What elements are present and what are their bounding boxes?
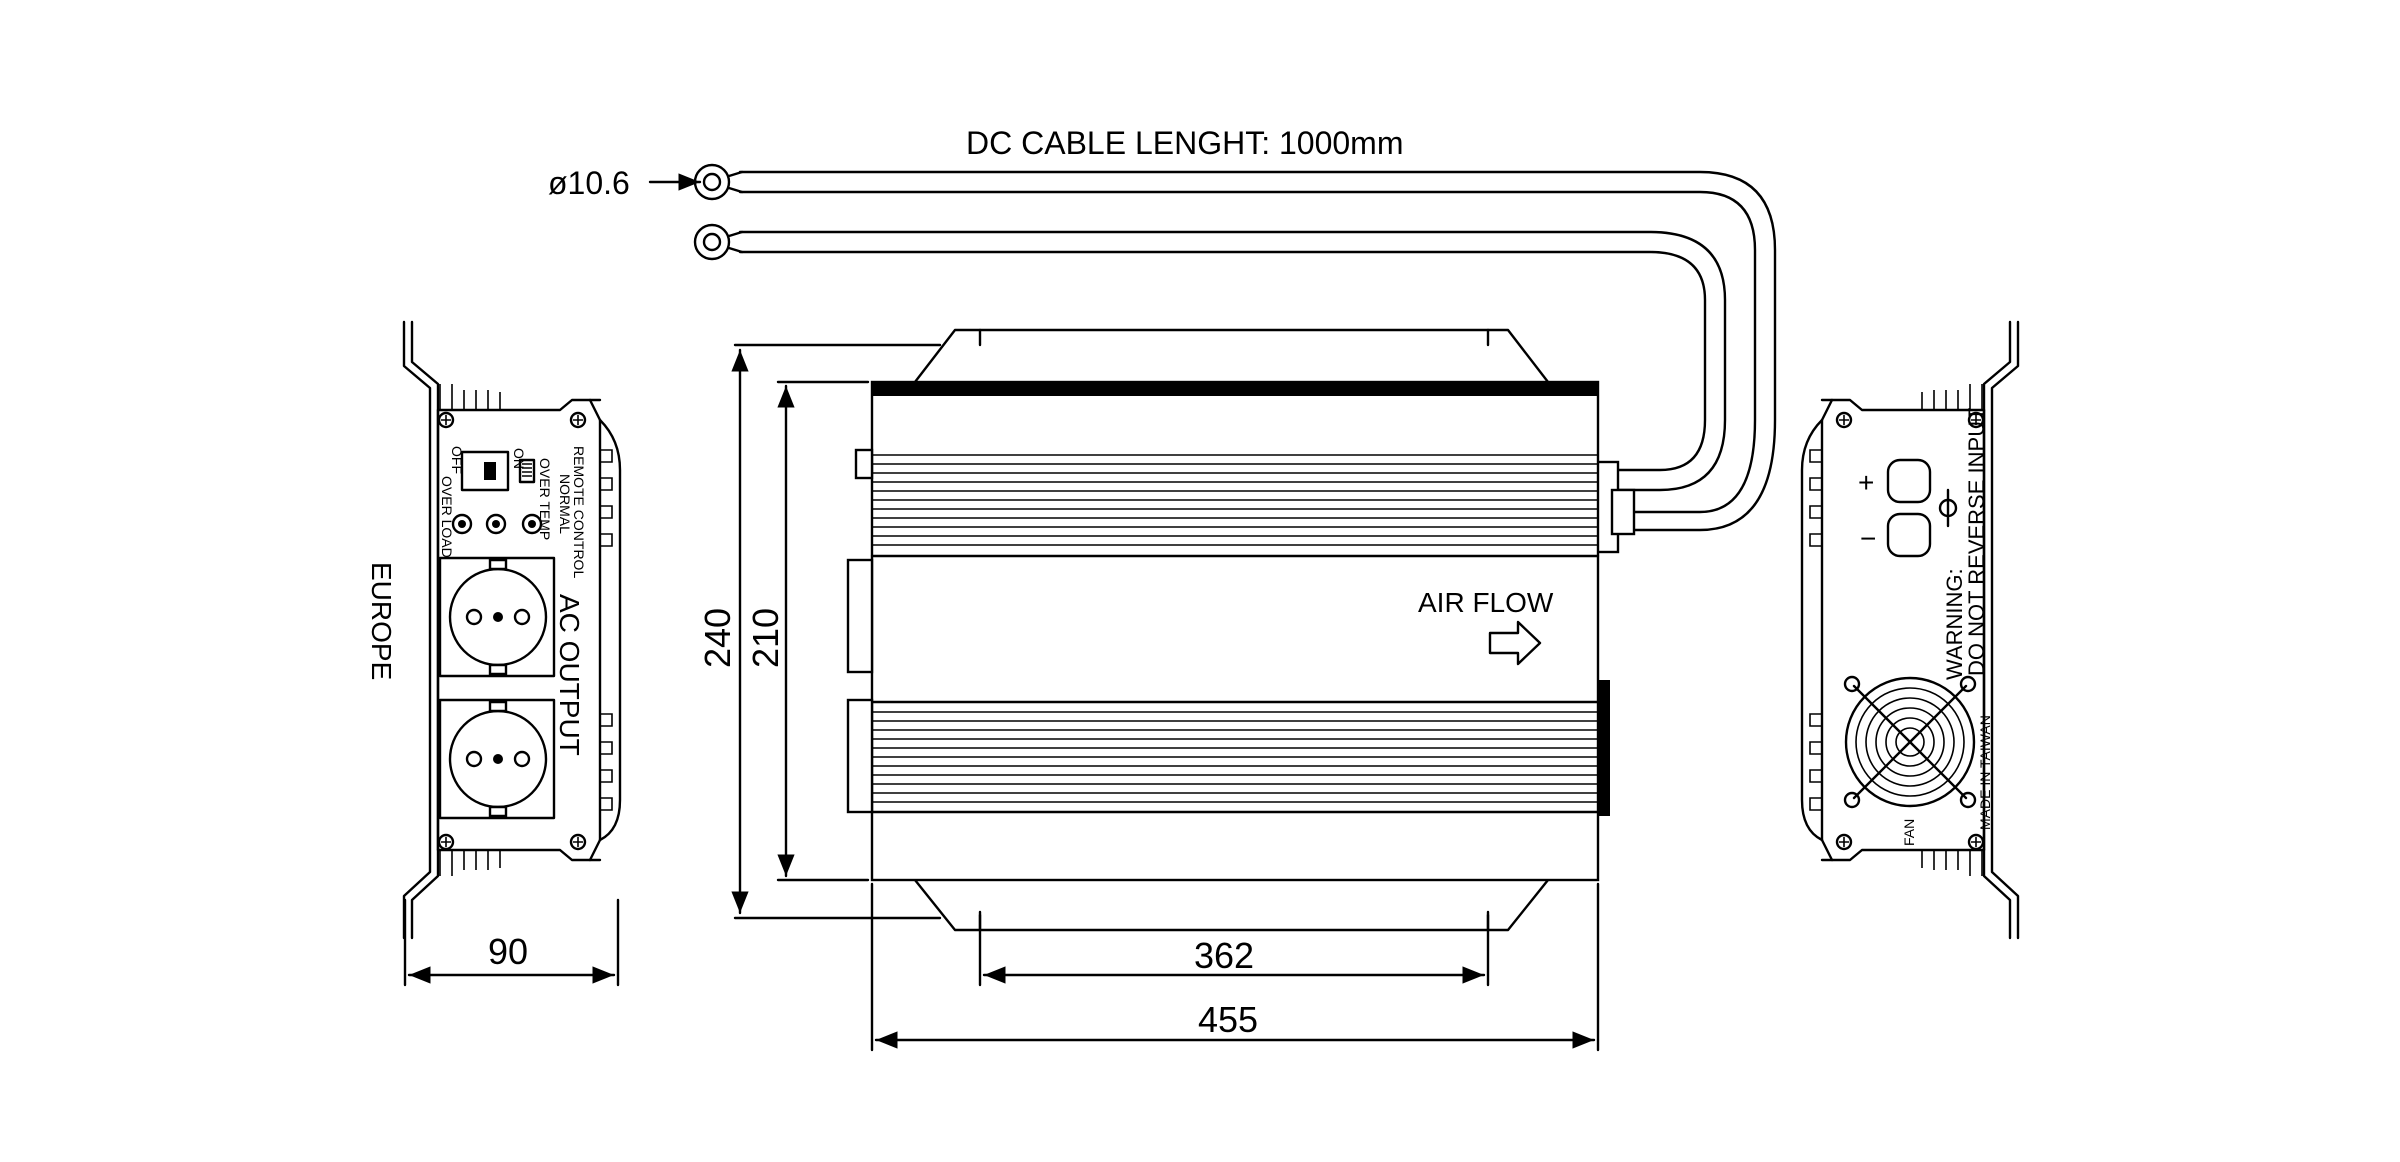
screw-icon — [1959, 675, 1977, 693]
inverter-top-view — [846, 328, 1610, 932]
dc-terminal-negative-icon — [1886, 512, 1932, 558]
screw-icon — [1843, 791, 1861, 809]
ac-output-label: AC OUTPUT — [554, 594, 585, 756]
ring-diameter-label: ø10.6 — [548, 165, 630, 201]
screw-icon — [1959, 791, 1977, 809]
fan-label: FAN — [1901, 819, 1917, 846]
inverter-front-view — [402, 320, 622, 940]
screw-icon — [1835, 411, 1853, 429]
led-indicator-icon — [521, 513, 543, 535]
ground-terminal-icon — [1938, 488, 1958, 528]
plus-sign: + — [1858, 467, 1874, 498]
minus-sign: − — [1860, 523, 1876, 554]
schuko-socket-icon — [438, 556, 556, 678]
air-flow-arrow-icon — [1488, 620, 1542, 666]
over-temp-label: OVER TEMP — [537, 458, 553, 540]
inverter-rear-view — [1800, 320, 2020, 940]
screw-icon — [1967, 411, 1985, 429]
dim-front-width: 90 — [488, 931, 528, 972]
do-not-reverse-label: DO NOT REVERSE INPUT — [1964, 407, 1989, 676]
screw-icon — [569, 833, 587, 851]
dim-height-outer: 240 — [697, 608, 738, 668]
power-switch-icon — [460, 450, 510, 492]
off-label: OFF — [449, 446, 465, 474]
fan-grille-icon — [1843, 675, 1977, 809]
schuko-socket-icon — [438, 698, 556, 820]
screw-icon — [437, 833, 455, 851]
air-flow-label: AIR FLOW — [1418, 587, 1554, 618]
remote-connector-icon — [518, 458, 536, 484]
dc-terminal-positive-icon — [1886, 458, 1932, 504]
screw-icon — [1835, 833, 1853, 851]
ring-terminal-icon — [693, 163, 744, 201]
screw-icon — [437, 411, 455, 429]
dim-height-inner: 210 — [745, 608, 786, 668]
over-load-label: OVER LOAD — [439, 476, 455, 558]
ring-terminal-icon — [693, 223, 744, 261]
made-in-label: MADE IN TAIWAN — [1977, 715, 1993, 830]
dimension-lines — [403, 343, 1600, 1052]
screw-icon — [1967, 833, 1985, 851]
normal-label: NORMAL — [557, 474, 573, 534]
dim-overall-length: 455 — [1198, 999, 1258, 1040]
dc-cables — [648, 163, 1777, 554]
screw-icon — [569, 411, 587, 429]
led-indicator-icon — [485, 513, 507, 535]
remote-control-label: REMOTE CONTROL — [571, 446, 587, 578]
screw-icon — [1843, 675, 1861, 693]
led-indicator-icon — [451, 513, 473, 535]
cable-length-label: DC CABLE LENGHT: 1000mm — [966, 125, 1403, 161]
dim-mount-spacing: 362 — [1194, 935, 1254, 976]
on-label: ON — [511, 448, 527, 469]
region-label: EUROPE — [366, 562, 397, 680]
warning-label: WARNING: — [1942, 568, 1967, 680]
